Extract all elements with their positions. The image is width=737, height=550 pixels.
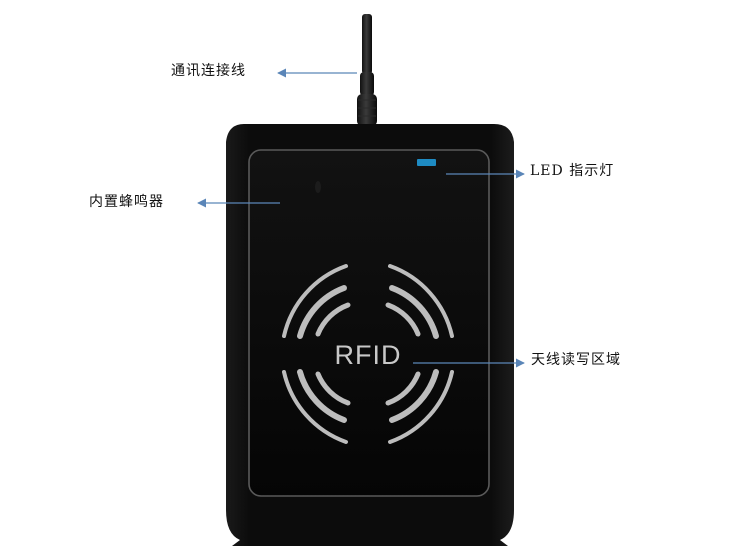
- antenna-label: 天线读写区域: [531, 352, 621, 368]
- cable-label: 通讯连接线: [171, 63, 246, 79]
- arc-mid-lower-right: [389, 369, 439, 423]
- arc-mid-upper-right: [389, 285, 439, 339]
- led-label: LED 指示灯: [530, 163, 615, 179]
- arc-mid-upper-left: [297, 285, 347, 339]
- rfid-logo-text: RFID: [335, 340, 402, 370]
- callout-arrows: [197, 68, 525, 368]
- arc-outer-lower-left: [282, 370, 348, 444]
- usb-cable: [357, 14, 377, 126]
- led-indicator: [417, 159, 436, 166]
- arc-outer-lower-right: [388, 370, 454, 444]
- rfid-logo: [282, 264, 454, 444]
- buzzer-mark: [315, 181, 321, 193]
- arc-inner-upper-right: [385, 302, 421, 337]
- arc-outer-upper-left: [282, 264, 348, 338]
- arc-inner-upper-left: [315, 302, 351, 337]
- arc-mid-lower-left: [297, 369, 347, 423]
- arc-inner-lower-right: [385, 371, 421, 406]
- buzzer-label: 内置蜂鸣器: [89, 194, 164, 210]
- arc-inner-lower-left: [315, 371, 351, 406]
- arc-outer-upper-right: [388, 264, 454, 338]
- reader-body: [226, 124, 514, 546]
